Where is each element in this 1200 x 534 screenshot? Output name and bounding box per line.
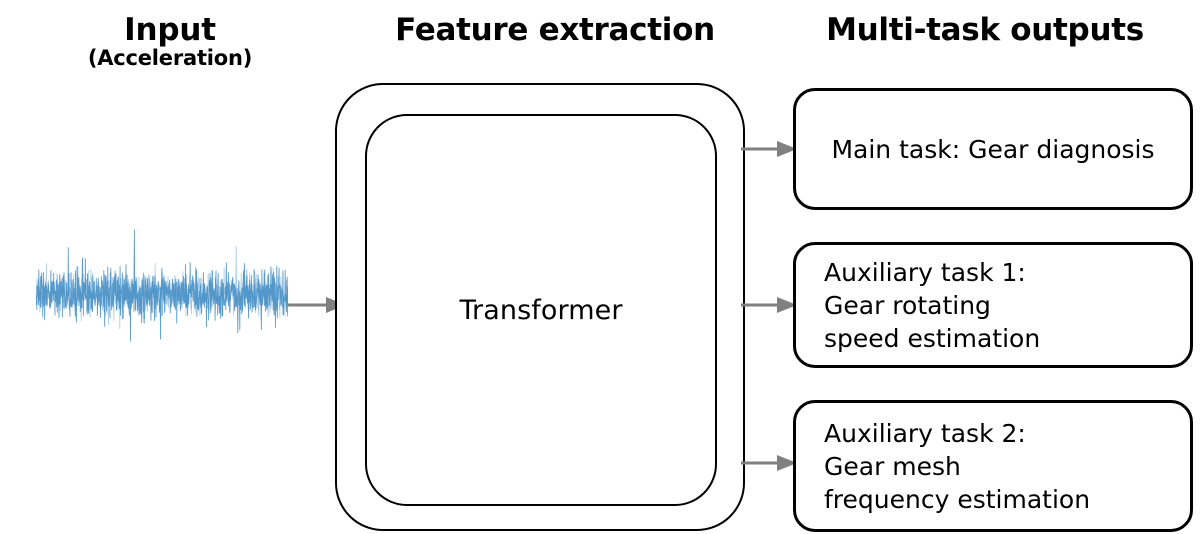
heading-feature-extraction: Feature extraction (395, 12, 715, 48)
heading-multi-task-outputs: Multi-task outputs (826, 12, 1144, 48)
arrow-right-icon (741, 141, 797, 157)
heading-input-line1: Input (124, 12, 216, 48)
waveform-svg (36, 229, 288, 342)
acceleration-waveform (36, 148, 288, 440)
output-box-main-task[interactable]: Main task: Gear diagnosis (793, 88, 1193, 210)
transformer-box[interactable]: Transformer (365, 114, 717, 506)
heading-input-line2: (Acceleration) (87, 46, 253, 71)
arrow-transformer-to-auxiliary-task-1 (741, 294, 797, 316)
heading-input: Input (Acceleration) (40, 12, 300, 71)
arrow-right-icon (741, 455, 797, 471)
transformer-label: Transformer (459, 294, 623, 326)
output-box-auxiliary-task-1[interactable]: Auxiliary task 1: Gear rotating speed es… (793, 242, 1193, 368)
output-label-auxiliary-task-1: Auxiliary task 1: Gear rotating speed es… (824, 257, 1041, 353)
output-label-main-task: Main task: Gear diagnosis (831, 134, 1155, 164)
arrow-right-icon (741, 297, 797, 313)
arrow-transformer-to-auxiliary-task-2 (741, 452, 797, 474)
waveform-trace-secondary (36, 246, 288, 330)
arrow-transformer-to-main-task (741, 138, 797, 160)
output-box-auxiliary-task-2[interactable]: Auxiliary task 2: Gear mesh frequency es… (793, 400, 1193, 532)
output-label-auxiliary-task-2: Auxiliary task 2: Gear mesh frequency es… (824, 418, 1091, 514)
